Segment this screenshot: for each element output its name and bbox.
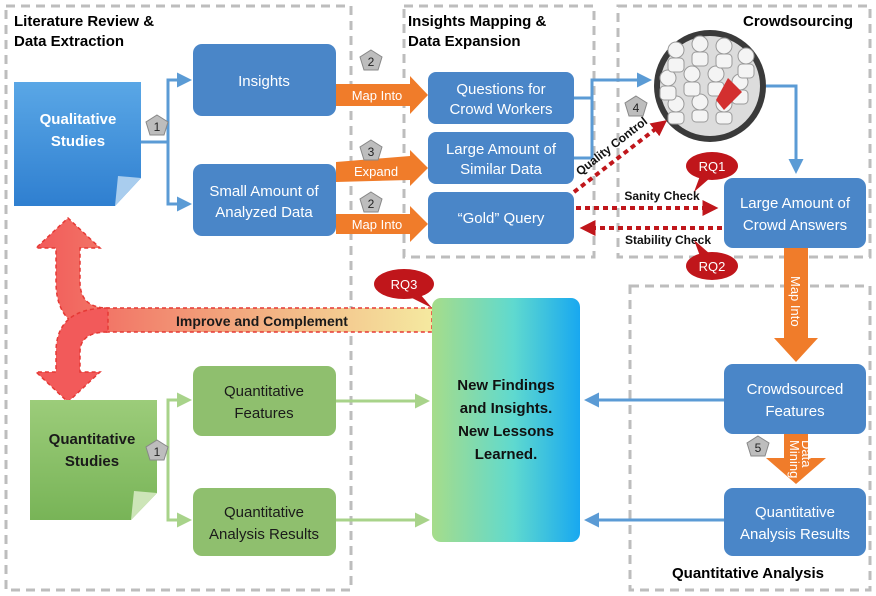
svg-text:Sanity Check: Sanity Check [624,189,700,203]
svg-text:Crowd Answers: Crowd Answers [743,217,847,234]
svg-text:Map Into: Map Into [788,276,803,327]
svg-text:RQ1: RQ1 [699,159,726,174]
questions-to-crowd-arrow [574,72,652,100]
svg-text:Insights: Insights [238,73,290,90]
qualitative-studies-node: Qualitative Studies [14,82,141,206]
qualitative-branch-arrows [141,72,192,212]
section-title-insights-mapping-1: Insights Mapping & [408,13,546,30]
svg-text:Large Amount of: Large Amount of [740,195,851,212]
svg-text:Questions for: Questions for [456,81,545,98]
qualitative-studies-label-2: Studies [51,133,105,150]
step-1-top-badge: 1 [145,114,169,136]
section-title-lit-review-2: Data Extraction [14,33,124,50]
map-into-vertical-arrow: Map Into [774,248,818,362]
svg-text:1: 1 [154,445,161,459]
step-1-bottom-badge: 1 [145,439,169,461]
svg-text:2: 2 [368,55,375,69]
quality-control-label: Quality Control [573,114,650,178]
svg-text:Stability Check: Stability Check [625,233,711,247]
svg-text:New Lessons: New Lessons [458,423,554,440]
questions-node: Questions for Crowd Workers [428,72,574,124]
new-findings-node: New Findings and Insights. New Lessons L… [432,298,580,542]
svg-text:Large Amount of: Large Amount of [446,141,557,158]
svg-text:Analyzed Data: Analyzed Data [215,204,313,221]
svg-text:RQ2: RQ2 [699,259,726,274]
section-frame-lit-review [4,4,353,592]
data-mining-arrow: Data Mining [766,434,826,484]
svg-text:Data: Data [799,440,814,468]
gold-query-node: “Gold” Query [428,192,574,244]
section-title-quant-analysis: Quantitative Analysis [672,565,824,582]
svg-text:Crowdsourced: Crowdsourced [747,381,844,398]
large-similar-node: Large Amount of Similar Data [428,132,574,184]
step-5-badge: 5 [746,435,770,457]
svg-text:Similar Data: Similar Data [460,161,542,178]
qualitative-studies-label-1: Qualitative [40,111,117,128]
crowd-answers-node: Large Amount of Crowd Answers [724,178,866,248]
green-arrows-to-findings [336,393,430,528]
svg-text:“Gold” Query: “Gold” Query [458,210,545,227]
svg-text:Learned.: Learned. [475,446,538,463]
svg-text:Features: Features [765,403,824,420]
section-frame-insights-mapping [402,4,596,259]
svg-text:Quantitative: Quantitative [224,504,304,521]
expand-arrow: Expand [336,150,428,186]
section-title-insights-mapping-2: Data Expansion [408,33,521,50]
section-title-crowdsourcing: Crowdsourcing [743,13,853,30]
map-into-arrow-2: Map Into [336,206,428,242]
section-frame-quant-analysis [628,284,872,592]
similar-to-crowd-arrow [574,98,594,160]
blue-arrows-to-findings [584,392,724,528]
svg-text:Crowd Workers: Crowd Workers [449,101,552,118]
svg-text:4: 4 [633,101,640,115]
quantitative-studies-node: Quantitative Studies [30,400,157,520]
quantitative-studies-label-1: Quantitative [49,431,136,448]
quantitative-studies-label-2: Studies [65,453,119,470]
insights-node: Insights [193,44,336,116]
svg-text:Analysis Results: Analysis Results [740,526,850,543]
svg-text:Quantitative: Quantitative [755,504,835,521]
section-title-lit-review-1: Literature Review & [14,13,154,30]
quant-results-left-node: Quantitative Analysis Results [193,488,336,556]
rq2-badge: RQ2 [686,240,738,280]
svg-text:New Findings: New Findings [457,377,555,394]
crowd-features-node: Crowdsourced Features [724,364,866,434]
small-data-node: Small Amount of Analyzed Data [193,164,336,236]
svg-text:Features: Features [234,405,293,422]
svg-text:3: 3 [368,145,375,159]
svg-text:Small Amount of: Small Amount of [209,183,319,200]
svg-text:RQ3: RQ3 [391,277,418,292]
section-frame-crowdsourcing [616,4,872,259]
rq3-badge: RQ3 [374,269,434,308]
step-2-bottom-badge: 2 [359,191,383,213]
improve-complement-label: Improve and Complement [176,313,348,329]
svg-text:5: 5 [755,441,762,455]
svg-text:Map Into: Map Into [352,88,403,103]
svg-text:Quantitative: Quantitative [224,383,304,400]
step-2-top-badge: 2 [359,49,383,71]
svg-text:Mining: Mining [787,440,802,478]
crowd-to-answers-arrow [766,84,804,174]
crowd-image [654,30,766,142]
svg-text:Analysis Results: Analysis Results [209,526,319,543]
svg-text:and Insights.: and Insights. [460,400,553,417]
stability-check-arrow: Stability Check [579,220,722,247]
rq1-badge: RQ1 [686,152,738,192]
step-4-badge: 4 [624,95,648,117]
svg-text:1: 1 [154,120,161,134]
quant-features-node: Quantitative Features [193,366,336,436]
svg-text:2: 2 [368,197,375,211]
quant-results-right-node: Quantitative Analysis Results [724,488,866,556]
step-3-badge: 3 [359,139,383,161]
sanity-check-arrow: Sanity Check [576,189,719,216]
svg-text:Expand: Expand [354,164,398,179]
map-into-arrow-1: Map Into [336,76,428,114]
svg-text:Map Into: Map Into [352,217,403,232]
improve-complement-arrow: Improve and Complement [34,216,433,404]
